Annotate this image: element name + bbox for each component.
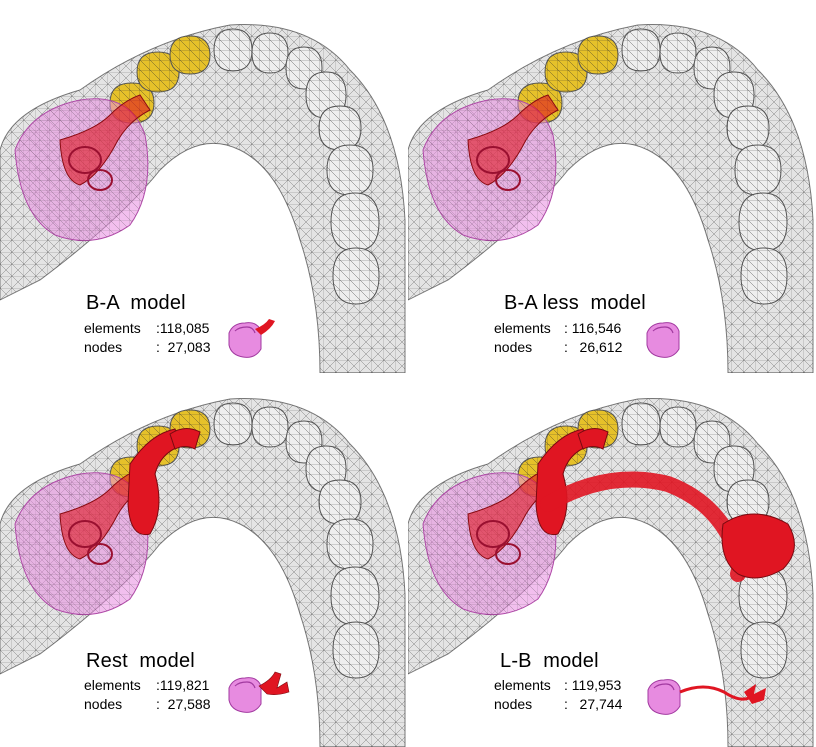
- artificial-tooth-socket: [476, 520, 510, 548]
- indirect-retainer: [721, 513, 795, 579]
- tooth-mesh: [252, 407, 288, 447]
- jaw-mesh-illustration: [408, 398, 814, 747]
- panel-ba-less-model: B-A less model elements: 116,546 nodes: …: [408, 0, 816, 373]
- tooth-mesh: [727, 106, 769, 150]
- tooth-mesh: [319, 480, 361, 524]
- thumbnail-denture-base: [228, 322, 262, 358]
- jaw-mesh-illustration: [0, 398, 406, 747]
- panel-ba-model: B-A model elements:118,085 nodes: 27,083: [0, 0, 408, 373]
- rest-arm: [577, 428, 609, 450]
- jaw-arch: [0, 398, 406, 747]
- artificial-tooth-socket: [87, 169, 113, 191]
- component-thumbnail: [228, 319, 275, 358]
- tooth-mesh: [327, 519, 373, 569]
- tooth-mesh: [578, 36, 618, 74]
- thumbnail-clasp: [255, 319, 275, 335]
- thumbnail-ridge: [234, 681, 256, 689]
- tooth-mesh: [252, 33, 288, 73]
- thumbnail-denture-base: [646, 322, 680, 358]
- tooth-mesh: [660, 407, 696, 447]
- thumbnail-ridge: [234, 326, 256, 334]
- thumbnail-rest: [258, 671, 290, 695]
- jaw-mesh-illustration: [408, 24, 814, 373]
- artificial-tooth-socket: [68, 520, 102, 548]
- artificial-tooth-socket: [495, 543, 521, 565]
- tooth-mesh: [331, 567, 379, 625]
- tooth-mesh: [214, 403, 252, 445]
- jaw-arch: [0, 24, 406, 373]
- panel-rest-model: Rest model elements:119,821 nodes: 27,58…: [0, 374, 408, 747]
- tooth-mesh: [735, 145, 781, 195]
- artificial-tooth-socket: [68, 146, 102, 174]
- artificial-tooth-socket: [476, 146, 510, 174]
- component-thumbnail: [228, 671, 290, 713]
- clasp-connector: [467, 94, 559, 186]
- tooth-mesh: [739, 193, 787, 251]
- thumbnail-retainer: [744, 684, 766, 704]
- component-thumbnail: [646, 322, 680, 358]
- tooth-mesh: [739, 567, 787, 625]
- jaw-arch: [408, 398, 814, 747]
- tooth-mesh: [333, 622, 379, 678]
- tooth-mesh: [170, 36, 210, 74]
- artificial-tooth-socket: [495, 169, 521, 191]
- thumbnail-denture-base: [228, 677, 262, 713]
- artificial-tooth-socket: [87, 543, 113, 565]
- tooth-mesh: [319, 106, 361, 150]
- panel-lb-model: L-B model elements: 119,953 nodes: 27,74…: [408, 374, 816, 747]
- tooth-mesh: [622, 29, 660, 71]
- tooth-mesh: [137, 52, 179, 92]
- thumbnail-bar: [679, 685, 750, 701]
- tooth-mesh: [727, 480, 769, 524]
- component-thumbnail: [647, 679, 766, 715]
- tooth-mesh: [331, 193, 379, 251]
- tooth-mesh: [545, 52, 587, 92]
- tooth-mesh: [327, 145, 373, 195]
- clasp-connector: [59, 94, 151, 186]
- occlusal-rest: [127, 428, 181, 536]
- tooth-mesh: [741, 248, 787, 304]
- tooth-mesh: [660, 33, 696, 73]
- thumbnail-denture-base: [647, 679, 681, 715]
- thumbnail-ridge: [652, 326, 674, 334]
- jaw-mesh-illustration: [0, 24, 406, 373]
- thumbnail-ridge: [653, 683, 675, 691]
- tooth-mesh: [622, 403, 660, 445]
- tooth-mesh: [741, 622, 787, 678]
- rest-arm: [169, 428, 201, 450]
- tooth-mesh: [214, 29, 252, 71]
- tooth-mesh: [333, 248, 379, 304]
- jaw-arch: [408, 24, 814, 373]
